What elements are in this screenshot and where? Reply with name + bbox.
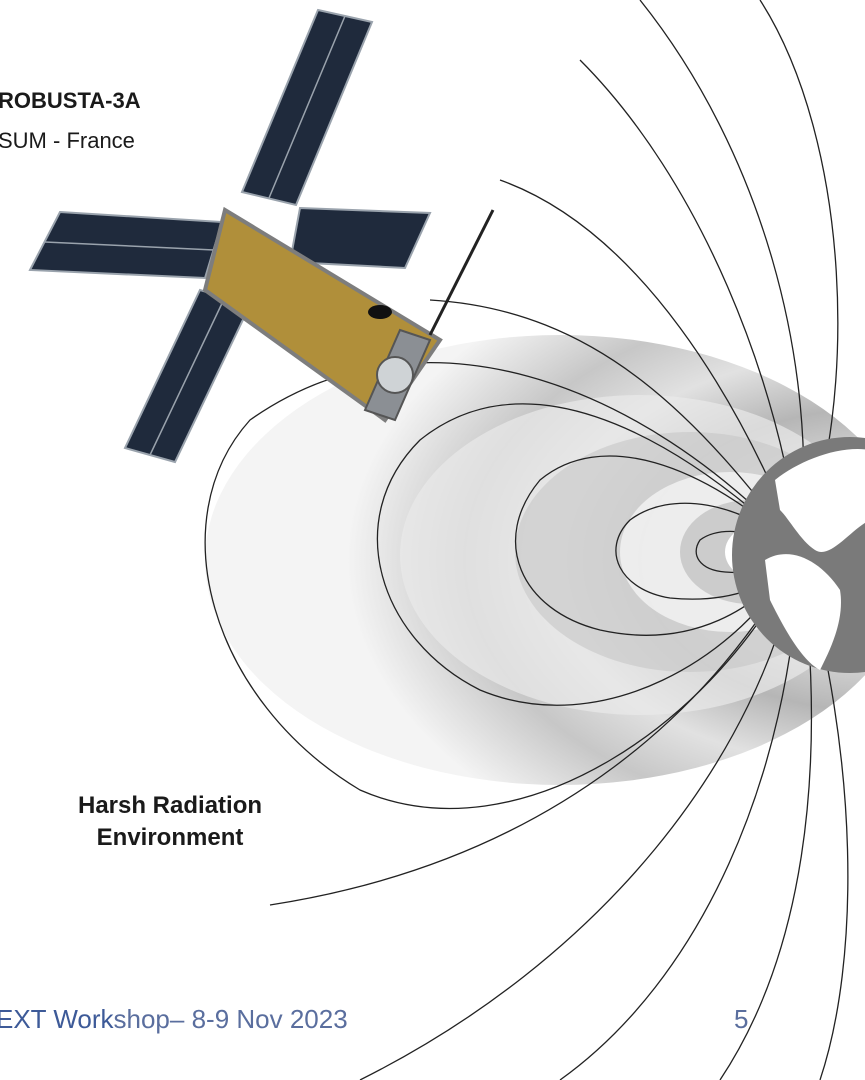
satellite-illustration — [28, 8, 495, 464]
earth-globe-icon — [732, 437, 865, 673]
caption-line-2: Environment — [96, 824, 244, 851]
page-number: 5 — [734, 1004, 749, 1034]
satellite-origin: SUM - France — [0, 128, 135, 153]
caption-line-1: Harsh Radiation — [77, 792, 263, 819]
radiation-caption: Harsh Radiation Environment — [20, 790, 320, 854]
footer-rest: shop– 8-9 Nov 2023 — [113, 1004, 348, 1034]
footer-highlight: EXT Work — [0, 1004, 114, 1034]
satellite-name: ROBUSTA-3A — [0, 88, 141, 113]
footer: EXT Workshop– 8-9 Nov 2023 — [0, 1004, 348, 1035]
